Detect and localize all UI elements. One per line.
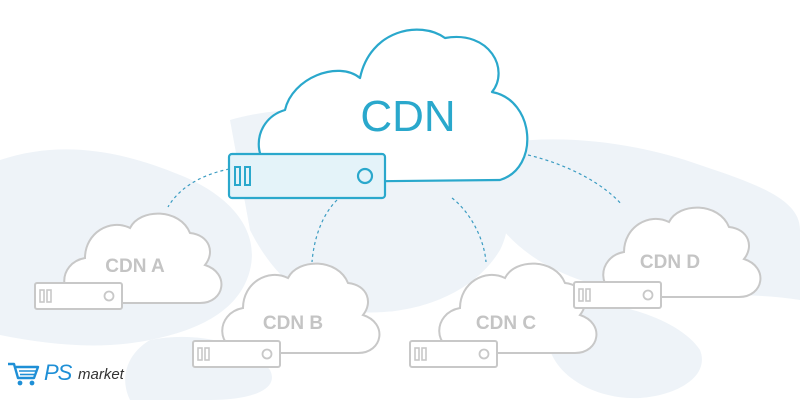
watermark-brand: PS: [44, 360, 72, 385]
server-icon: [227, 152, 387, 200]
server-icon: [34, 282, 123, 310]
cloud-icon: [63, 212, 223, 304]
cloud-icon: [221, 262, 381, 354]
connector-c: [451, 197, 487, 263]
server-icon: [573, 281, 662, 309]
cloud-icon: [438, 262, 598, 354]
ps-market-watermark: PS market: [6, 356, 156, 396]
main-node-label: CDN: [360, 92, 455, 141]
watermark-suffix: market: [78, 366, 124, 383]
connector-a: [167, 167, 236, 208]
edge-node-a: CDN A: [34, 212, 223, 310]
edge-node-label: CDN B: [263, 313, 323, 334]
main-cdn-node: CDN: [227, 28, 529, 200]
connector-d: [527, 154, 623, 206]
server-icon: [192, 340, 281, 368]
server-icon: [409, 340, 498, 368]
edge-node-label: CDN A: [105, 256, 165, 277]
connector-b: [311, 199, 338, 263]
cloud-icon: [257, 28, 529, 184]
shopping-cart-icon: [8, 362, 40, 386]
cloud-icon: [602, 206, 762, 298]
edge-node-c: CDN C: [409, 262, 598, 368]
edge-node-label: CDN D: [640, 252, 700, 273]
connectors: [167, 154, 623, 263]
edge-node-d: CDN D: [573, 206, 762, 309]
edge-node-b: CDN B: [192, 262, 381, 368]
edge-node-label: CDN C: [476, 313, 536, 334]
